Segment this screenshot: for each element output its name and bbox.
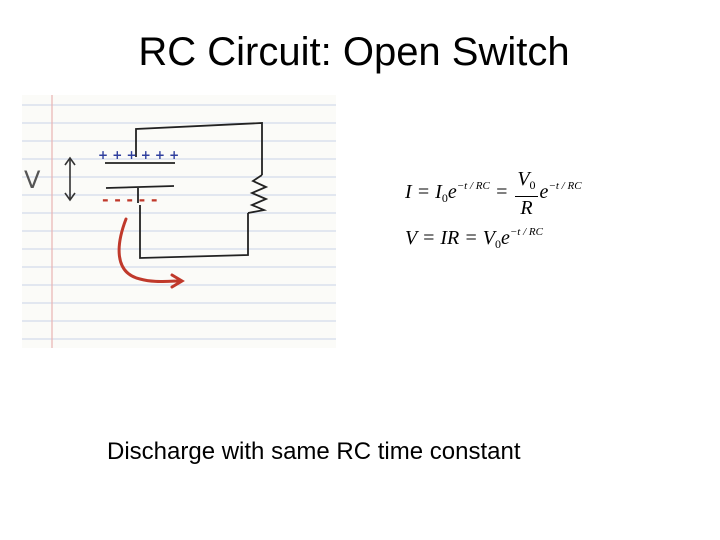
- positive-charges: + + + + + +: [98, 148, 179, 162]
- notebook-paper: [22, 95, 336, 348]
- equation-current: I = I0e−t / RC = V0 R e−t / RC: [405, 168, 582, 219]
- resistor-zigzag-icon: [247, 174, 269, 214]
- slide-title: RC Circuit: Open Switch: [138, 30, 570, 74]
- up-down-arrow-icon: [64, 156, 76, 202]
- circuit-wires: [105, 122, 263, 259]
- negative-charges: - - - - -: [102, 190, 157, 209]
- circuit-sketch: V + + + + + + - - - - -: [22, 95, 336, 348]
- equation-voltage: V = IR = V0e−t / RC: [405, 226, 543, 251]
- slide-caption: Discharge with same RC time constant: [107, 438, 521, 465]
- curved-arrow-icon: [117, 217, 185, 289]
- fraction-v0-over-r: V0 R: [515, 168, 538, 219]
- voltage-label: V: [24, 166, 41, 194]
